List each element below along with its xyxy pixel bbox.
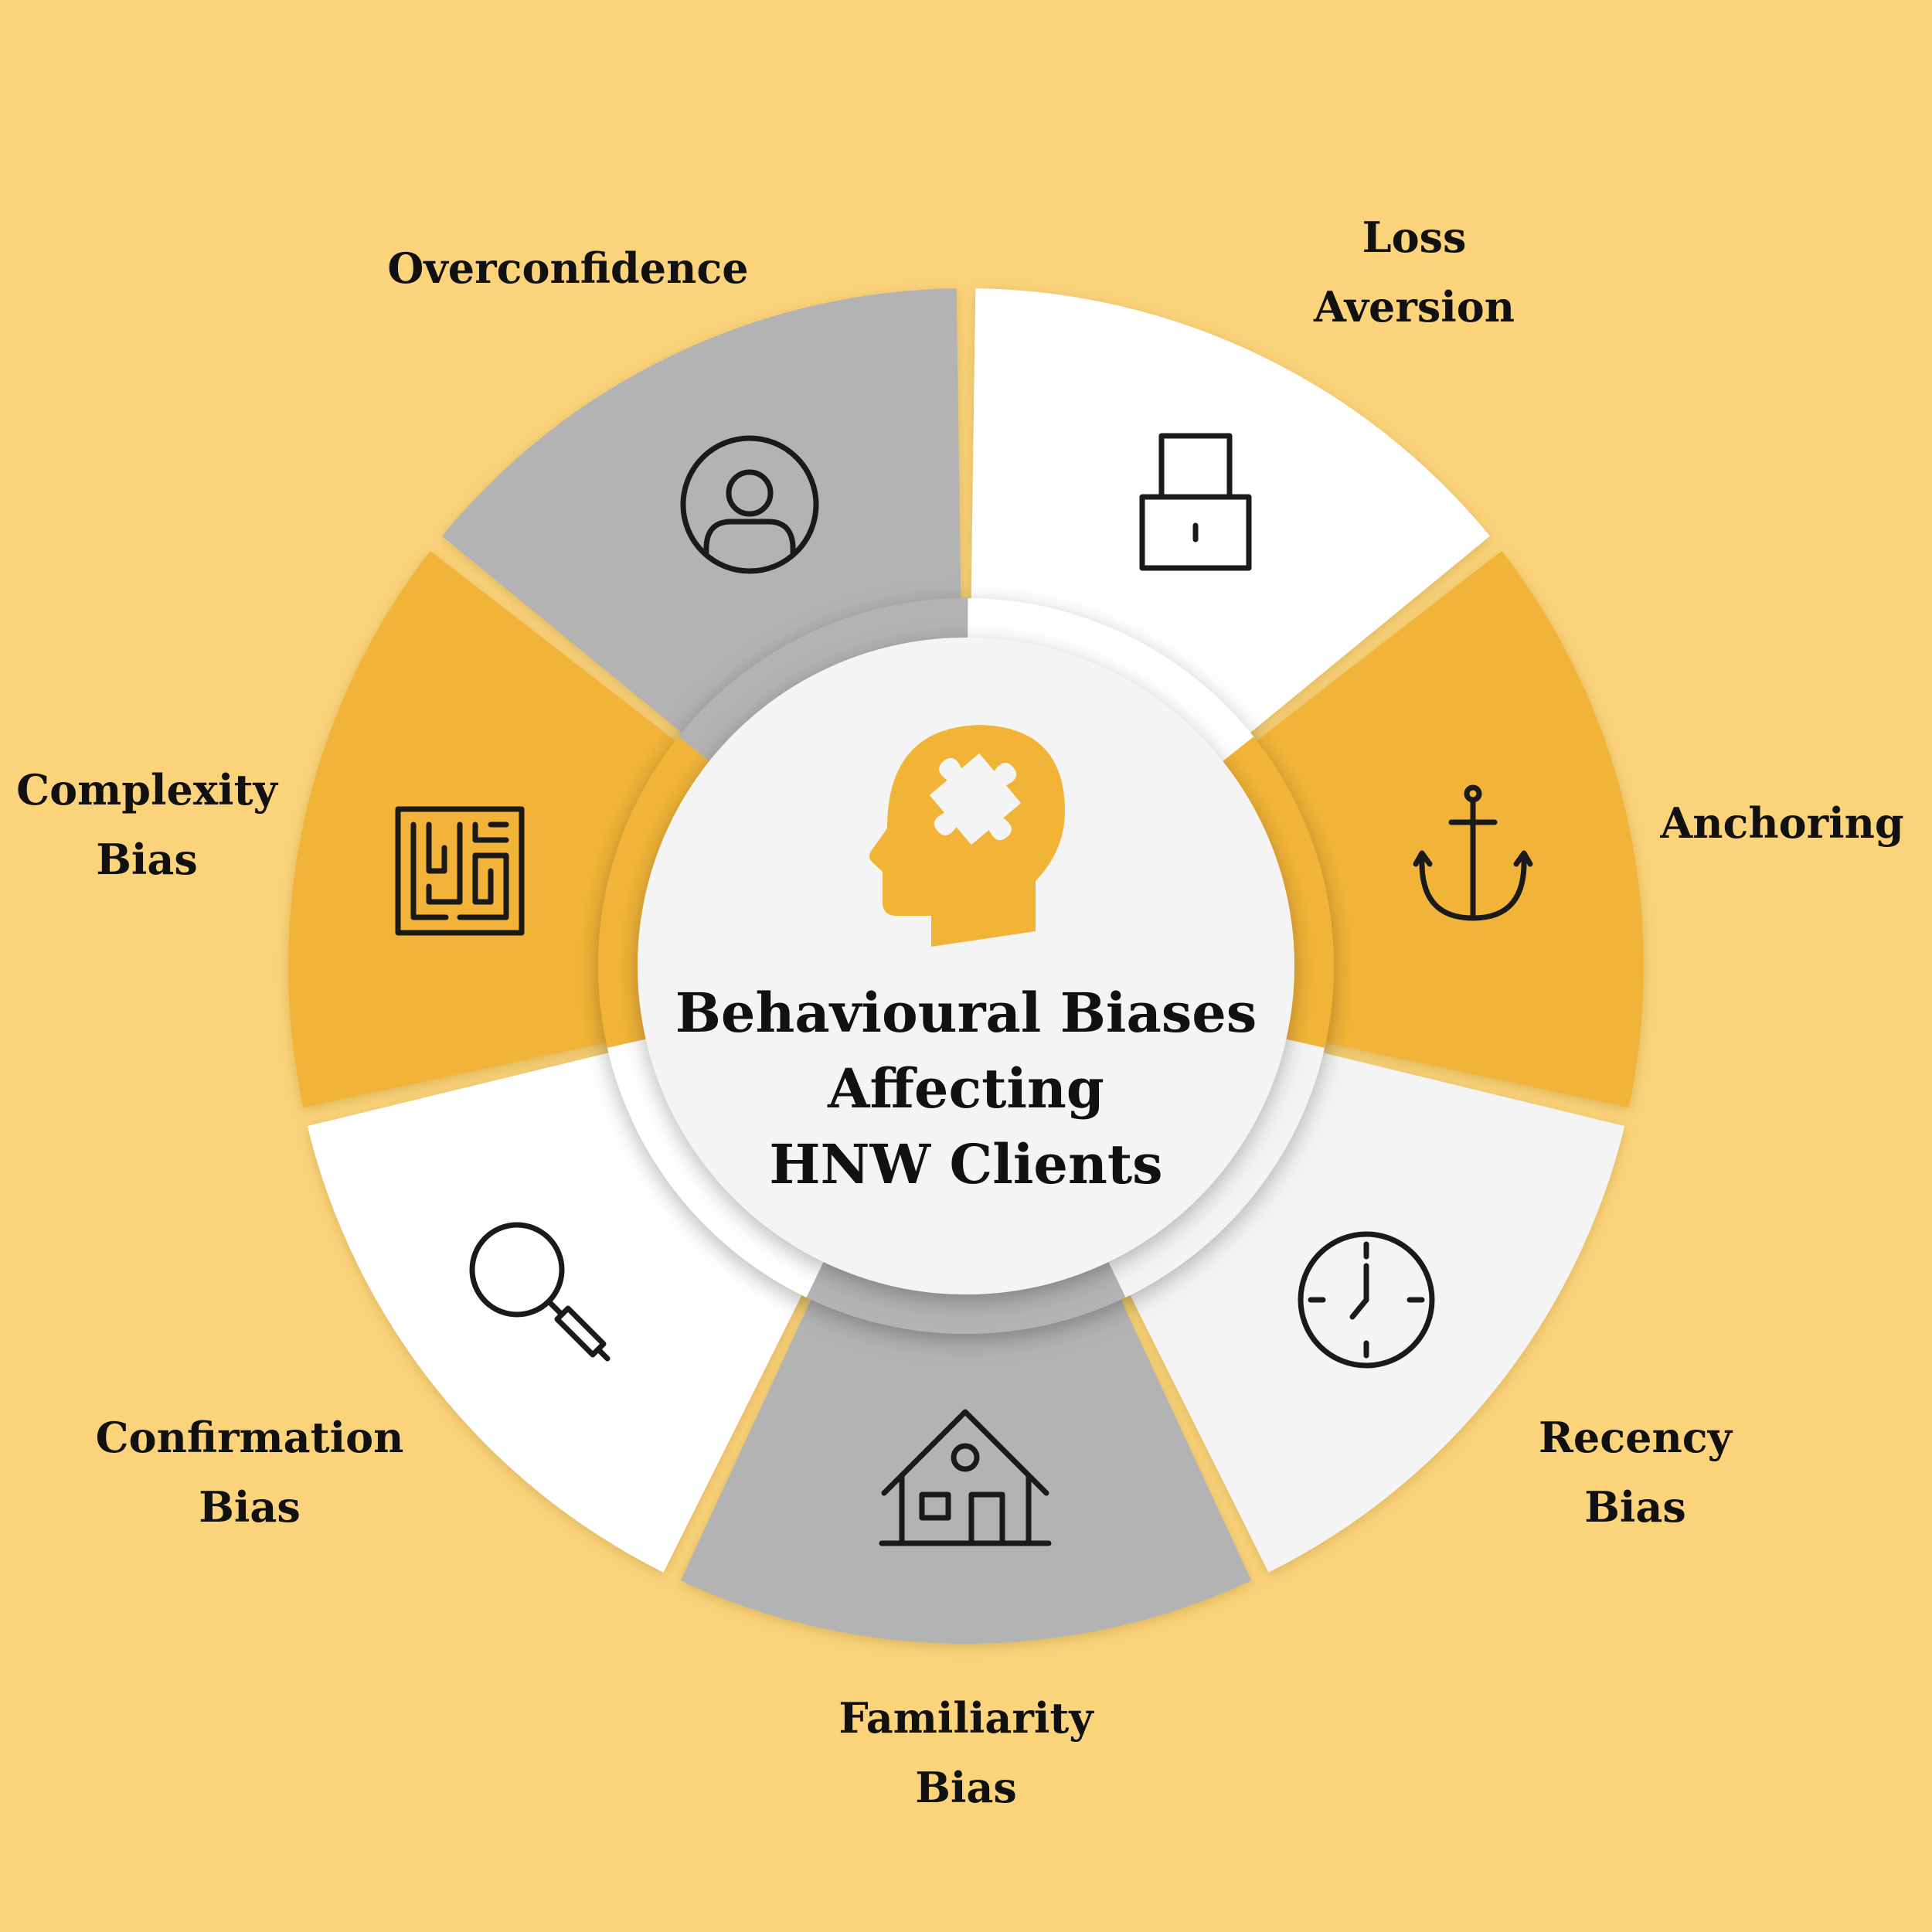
center-disc: [638, 638, 1294, 1294]
label-line: Bias: [199, 1482, 301, 1532]
title-line-1: Behavioural Biases: [675, 981, 1257, 1045]
label-line: Bias: [96, 835, 198, 884]
user-icon: [680, 435, 819, 574]
inner-arc-confirmation-bias: [607, 1036, 825, 1298]
label-overconfidence: Overconfidence: [387, 233, 748, 303]
magnifier-icon: [469, 1222, 611, 1362]
inner-arc-familiarity-bias: [804, 1257, 1126, 1335]
house-icon: [879, 1409, 1052, 1546]
title-line-2: Affecting: [828, 1056, 1104, 1121]
label-line: Familiarity: [838, 1693, 1094, 1743]
label-line: Anchoring: [1660, 798, 1904, 848]
segment-complexity-bias: [288, 550, 689, 1108]
anchor-icon: [1413, 784, 1533, 921]
padlock-icon: [1139, 433, 1252, 571]
clock-icon: [1298, 1231, 1435, 1369]
inner-arc-recency-bias: [1105, 1038, 1325, 1298]
maze-icon: [395, 806, 525, 936]
label-line: Recency: [1539, 1413, 1732, 1462]
label-loss-aversion: Loss Aversion: [1314, 202, 1515, 342]
label-line: Complexity: [16, 765, 277, 815]
label-complexity-bias: Complexity Bias: [16, 755, 277, 894]
inner-arc-anchoring: [1219, 736, 1335, 1050]
center-title: Behavioural Biases Affecting HNW Clients: [649, 975, 1283, 1202]
head-puzzle-icon: [869, 725, 1065, 947]
label-line: Overconfidence: [387, 243, 749, 293]
inner-arc-complexity-bias: [598, 735, 714, 1048]
segment-anchoring: [1243, 550, 1644, 1108]
label-line: Aversion: [1313, 282, 1515, 332]
segment-familiarity-bias: [680, 1284, 1252, 1644]
title-line-3: HNW Clients: [769, 1132, 1163, 1196]
label-confirmation-bias: Confirmation Bias: [96, 1403, 404, 1542]
label-line: Bias: [915, 1763, 1017, 1812]
label-line: Loss: [1362, 213, 1467, 262]
label-line: Confirmation: [95, 1413, 404, 1462]
label-familiarity-bias: Familiarity Bias: [838, 1683, 1093, 1822]
label-line: Bias: [1584, 1482, 1686, 1532]
label-recency-bias: Recency Bias: [1539, 1403, 1732, 1542]
label-anchoring: Anchoring: [1660, 788, 1903, 858]
